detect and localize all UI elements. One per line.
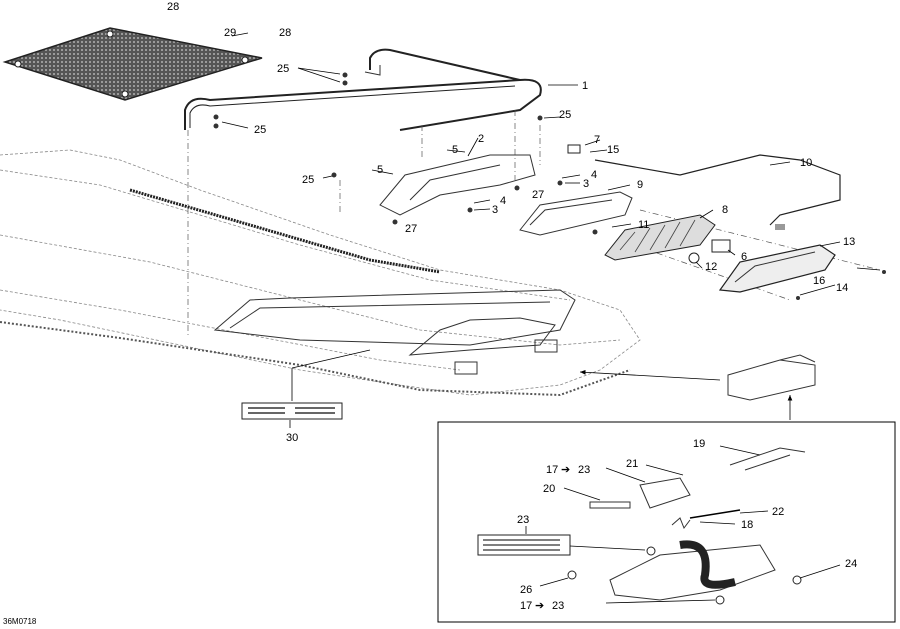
callout-27-right: 27 — [532, 189, 544, 201]
assembly-lines — [187, 110, 881, 335]
decal-30-drawing — [241, 402, 343, 420]
light-housing-drawing — [379, 154, 536, 216]
callout-17-bottom: 17 — [520, 600, 532, 612]
vehicle-frame-drawing — [0, 149, 641, 397]
callout-23-decal: 23 — [517, 514, 529, 526]
callout-29: 29 — [224, 27, 236, 39]
callout-1: 1 — [582, 80, 588, 92]
callout-5-upper: 5 — [452, 144, 458, 156]
hitch-inset-drawing — [727, 354, 816, 401]
callout-28-right: 28 — [279, 27, 291, 39]
callout-23-top: 23 — [578, 464, 590, 476]
callout-19: 19 — [693, 438, 705, 450]
mesh-panel-drawing — [2, 27, 263, 101]
callout-8: 8 — [722, 204, 728, 216]
lens-drawing — [604, 214, 716, 261]
callout-20: 20 — [543, 483, 555, 495]
callout-15: 15 — [607, 144, 619, 156]
grab-handle-drawing — [184, 48, 542, 131]
arrow-17-23-bottom: ➔ — [535, 600, 544, 612]
callout-27-left: 27 — [405, 223, 417, 235]
callout-18: 18 — [741, 519, 753, 531]
callout-21: 21 — [626, 458, 638, 470]
tail-lens-drawing — [718, 244, 836, 293]
callout-labels: 28 29 28 25 1 25 25 2 7 5 15 10 5 4 25 3… — [3, 1, 857, 626]
callout-11: 11 — [638, 219, 649, 231]
callout-24: 24 — [845, 558, 857, 570]
callout-2: 2 — [478, 133, 484, 145]
callout-25-mid: 25 — [302, 174, 314, 186]
callout-22: 22 — [772, 506, 784, 518]
callout-23-bottom: 23 — [552, 600, 564, 612]
fasteners — [213, 72, 886, 300]
diagram-code: 36M0718 — [3, 617, 37, 626]
hitch-detail-drawing — [477, 447, 806, 605]
callout-28-top: 28 — [167, 1, 179, 13]
callout-25-right: 25 — [559, 109, 571, 121]
callout-4-right: 4 — [591, 169, 597, 181]
callout-6: 6 — [741, 251, 747, 263]
callout-10: 10 — [800, 157, 812, 169]
callout-26: 26 — [520, 584, 532, 596]
detail-box — [437, 421, 896, 623]
callout-25-handle: 25 — [254, 124, 266, 136]
callout-14: 14 — [836, 282, 848, 294]
callout-17-top: 17 — [546, 464, 558, 476]
callout-5-lower: 5 — [377, 164, 383, 176]
callout-3-left: 3 — [492, 204, 498, 216]
callout-25-left: 25 — [277, 63, 289, 75]
leader-lines — [221, 32, 881, 604]
callout-9: 9 — [637, 179, 643, 191]
callout-4-left: 4 — [500, 195, 506, 207]
callout-30: 30 — [286, 432, 298, 444]
callout-13: 13 — [843, 236, 855, 248]
callout-16: 16 — [813, 275, 825, 287]
callout-12: 12 — [705, 261, 717, 273]
light-bezel-drawing — [519, 191, 633, 236]
socket-drawing — [688, 239, 731, 264]
wire-harness-drawing — [567, 144, 841, 230]
callout-7: 7 — [594, 134, 600, 146]
callout-3-right: 3 — [583, 178, 589, 190]
arrow-17-23-top: ➔ — [561, 464, 570, 476]
